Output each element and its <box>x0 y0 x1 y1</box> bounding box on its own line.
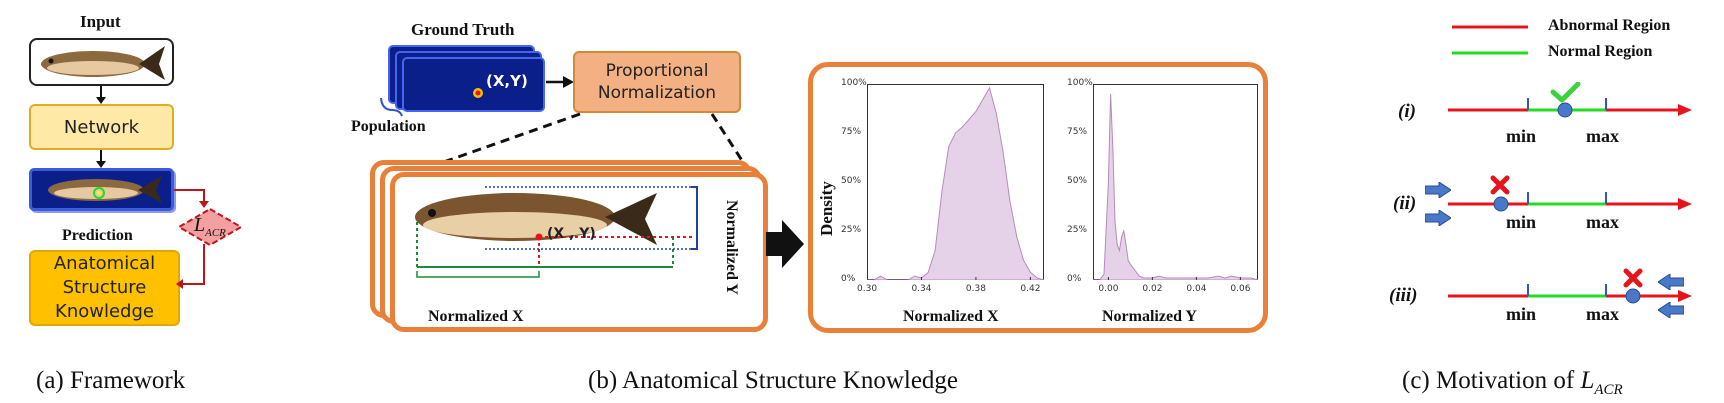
check-icon <box>1550 82 1581 103</box>
case-i-label: (i) <box>1398 101 1416 122</box>
density-chart-normalized-y <box>1093 84 1258 280</box>
chart-y-xtick-label: 0.00 <box>1098 284 1119 294</box>
case-iii-label: (iii) <box>1389 285 1418 306</box>
chart-y-ytick-label: 25% <box>1067 225 1088 235</box>
normalized-fish-diagram <box>415 186 698 278</box>
density-area-x <box>867 86 1044 280</box>
chart-x-ytick-label: 0% <box>841 274 856 284</box>
input-image-frame <box>29 38 174 86</box>
chart-x-ytick-label: 50% <box>841 176 862 186</box>
fish-frame-front <box>390 172 768 332</box>
caption-c-math: LACR <box>1580 367 1623 398</box>
chart-y-xtick-label: 0.02 <box>1142 284 1163 294</box>
arrow-right-icon <box>1425 182 1451 198</box>
chart-x-xlabel: Normalized X <box>903 308 999 325</box>
chart-x-xtick-label: 0.42 <box>1020 284 1041 294</box>
gt-heatmap <box>402 57 545 112</box>
heatmap-point-icon <box>473 88 483 98</box>
chart-x-ytick-label: 75% <box>841 127 862 137</box>
case-i-max: max <box>1586 126 1619 146</box>
arrow-right-icon <box>1425 210 1451 226</box>
caption-b: (b) Anatomical Structure Knowledge <box>588 367 959 394</box>
network-box: Network <box>29 104 174 150</box>
chart-x-xtick-label: 0.38 <box>965 284 986 294</box>
knowledge-line: Structure <box>62 277 147 298</box>
case-ii-label: (ii) <box>1393 193 1417 214</box>
big-arrow-icon <box>766 220 804 268</box>
arrow-gt-normalization <box>546 76 574 88</box>
case-ii-max: max <box>1586 212 1619 232</box>
chart-y-ytick-label: 100% <box>1067 78 1093 88</box>
loss-label: LACR <box>194 214 226 239</box>
population-brace-icon <box>380 97 403 117</box>
cross-icon <box>1490 175 1510 195</box>
chart-x-ytick-label: 25% <box>841 225 862 235</box>
case-i-min: min <box>1506 126 1537 146</box>
anatomical-knowledge-box: Anatomical Structure Knowledge <box>29 250 180 326</box>
proportional-normalization-box: Proportional Normalization <box>573 51 741 113</box>
predicted-fish <box>48 176 162 203</box>
knowledge-line: Knowledge <box>55 301 154 322</box>
case-ii-axis <box>1448 175 1692 212</box>
arrow-left-icon <box>1658 302 1684 318</box>
loss-diamond-icon <box>178 208 242 246</box>
prediction-image <box>29 168 174 211</box>
legend-abnormal-label: Abnormal Region <box>1548 17 1671 34</box>
legend-normal-label: Normal Region <box>1548 43 1653 60</box>
case-ii-min: min <box>1506 212 1537 232</box>
ground-truth-label: Ground Truth <box>411 20 515 39</box>
arrow-left-icon <box>1658 274 1684 290</box>
gt-coordinate-label: (X,Y) <box>486 72 528 90</box>
cross-icon <box>1623 268 1643 288</box>
case-iii-axis <box>1448 268 1692 304</box>
fish-point-label: (X , Y) <box>547 226 596 242</box>
normalization-line: Proportional <box>605 61 709 81</box>
chart-y-ytick-label: 50% <box>1067 176 1088 186</box>
chart-x-xtick-label: 0.30 <box>857 284 878 294</box>
normalized-y-label: Normalized Y <box>723 200 740 295</box>
caption-a: (a) Framework <box>36 367 186 394</box>
case-iii-min: min <box>1506 304 1537 324</box>
case-i-axis <box>1448 82 1692 118</box>
chart-y-ytick-label: 0% <box>1067 274 1082 284</box>
chart-x-ytick-label: 100% <box>841 78 867 88</box>
input-label: Input <box>80 12 121 31</box>
arrow-input-network <box>96 86 106 104</box>
legend-normal-line <box>1452 51 1528 55</box>
density-chart-normalized-x <box>867 84 1044 280</box>
chart-x-xtick-label: 0.34 <box>911 284 932 294</box>
caption-c-prefix: (c) Motivation of <box>1402 367 1581 394</box>
caption-c: (c) Motivation of LACR <box>1402 367 1623 399</box>
population-label: Population <box>351 118 426 135</box>
normalized-x-label: Normalized X <box>428 308 524 325</box>
loss-connectors <box>174 189 209 289</box>
case-iii-max: max <box>1586 304 1619 324</box>
density-area-y <box>1093 93 1258 280</box>
network-label: Network <box>63 116 140 138</box>
chart-y-xtick-label: 0.04 <box>1186 284 1207 294</box>
legend-abnormal-line <box>1452 25 1528 29</box>
prediction-label: Prediction <box>62 227 133 244</box>
chart-y-ytick-label: 75% <box>1067 127 1088 137</box>
normalization-line: Normalization <box>597 83 717 103</box>
chart-y-xtick-label: 0.06 <box>1230 284 1251 294</box>
chart-y-xlabel: Normalized Y <box>1102 308 1197 325</box>
knowledge-line: Anatomical <box>53 253 156 274</box>
fish-image <box>41 46 165 80</box>
density-axis-label: Density <box>817 181 836 236</box>
arrow-network-prediction <box>96 150 106 168</box>
